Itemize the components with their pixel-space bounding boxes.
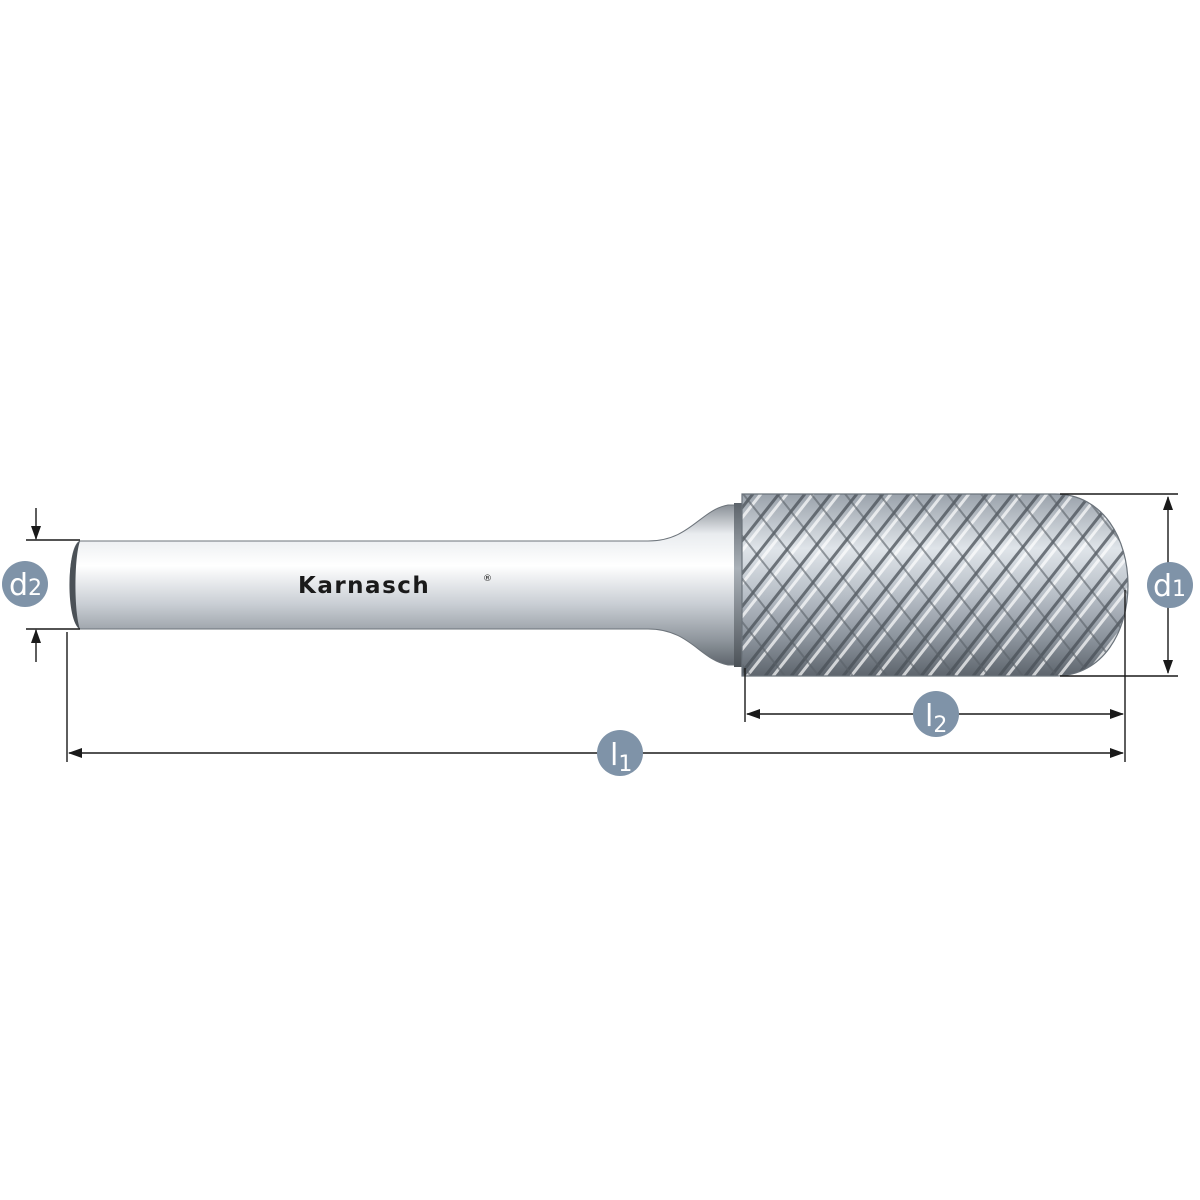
tooth-edge — [742, 494, 810, 676]
cross-cut-teeth — [742, 494, 1128, 676]
badge-l1-letter: l — [610, 738, 618, 773]
tooth-edge — [1011, 494, 1128, 676]
collar-ring — [734, 503, 744, 667]
badge-d1-index: 1 — [1172, 577, 1186, 602]
tooth-edge — [742, 494, 789, 676]
badge-d2: d2 — [2, 561, 48, 607]
tooth-edge — [742, 494, 862, 676]
tooth-edge — [812, 494, 966, 676]
badge-l2-letter: l — [925, 699, 933, 734]
badge-d2-letter: d — [9, 568, 28, 603]
badge-l2: l2 — [913, 691, 959, 738]
tooth-edge — [846, 494, 1000, 676]
tooth-edge — [890, 494, 1044, 676]
tooth-edge — [916, 494, 1070, 676]
brand-name: Karnasch — [298, 573, 430, 599]
tooth-edge — [1020, 494, 1128, 676]
svg-text:l1: l1 — [610, 738, 632, 777]
tooth-edge — [742, 494, 857, 676]
tooth-edge — [1046, 494, 1128, 676]
tooth-edge — [950, 494, 1104, 676]
tooth-edge — [742, 494, 870, 676]
tooth-edge — [968, 494, 1122, 676]
tooth-edge — [742, 494, 896, 676]
tooth-edge — [864, 494, 1018, 676]
badge-l1: l1 — [597, 730, 643, 777]
tooth-edge — [898, 494, 1052, 676]
brand-registered-mark: ® — [483, 574, 492, 584]
tooth-edge — [742, 494, 844, 676]
burr-tool: Karnasch ® — [69, 493, 1129, 677]
svg-text:d1: d1 — [1153, 569, 1186, 604]
badge-l2-index: 2 — [933, 713, 947, 738]
tooth-edge — [786, 494, 940, 676]
cutting-head — [741, 493, 1129, 677]
tooth-edge — [943, 494, 1095, 676]
tooth-edge — [742, 494, 823, 676]
tooth-edge — [977, 494, 1128, 676]
badge-d2-index: 2 — [28, 576, 42, 601]
tooth-edge — [742, 494, 891, 676]
tooth-edge — [794, 494, 948, 676]
tooth-edge — [875, 494, 1027, 676]
svg-text:d2: d2 — [9, 568, 42, 603]
tooth-edge — [773, 494, 925, 676]
tooth-edge — [924, 494, 1078, 676]
shank-end — [69, 541, 80, 629]
tooth-edge — [1045, 494, 1128, 676]
tooth-edge — [909, 494, 1061, 676]
badge-d1: d1 — [1147, 562, 1193, 608]
badge-d1-letter: d — [1153, 569, 1172, 604]
tooth-edge — [807, 494, 959, 676]
tooth-edge — [1054, 494, 1128, 676]
tooth-edge — [1080, 494, 1128, 676]
tooth-edge — [1072, 494, 1128, 676]
tooth-edge — [1079, 494, 1128, 676]
tooth-edge — [768, 494, 922, 676]
tooth-edge — [1002, 494, 1128, 676]
tooth-edge — [742, 494, 836, 676]
tooth-edge — [820, 494, 974, 676]
badge-l1-index: 1 — [618, 752, 632, 777]
svg-text:l2: l2 — [925, 699, 947, 738]
tooth-edge — [1028, 494, 1128, 676]
tooth-edge — [742, 494, 888, 676]
tooth-edge — [742, 494, 818, 676]
tooth-edge — [742, 494, 784, 676]
tooth-edge — [841, 494, 993, 676]
tooth-edge — [760, 494, 914, 676]
